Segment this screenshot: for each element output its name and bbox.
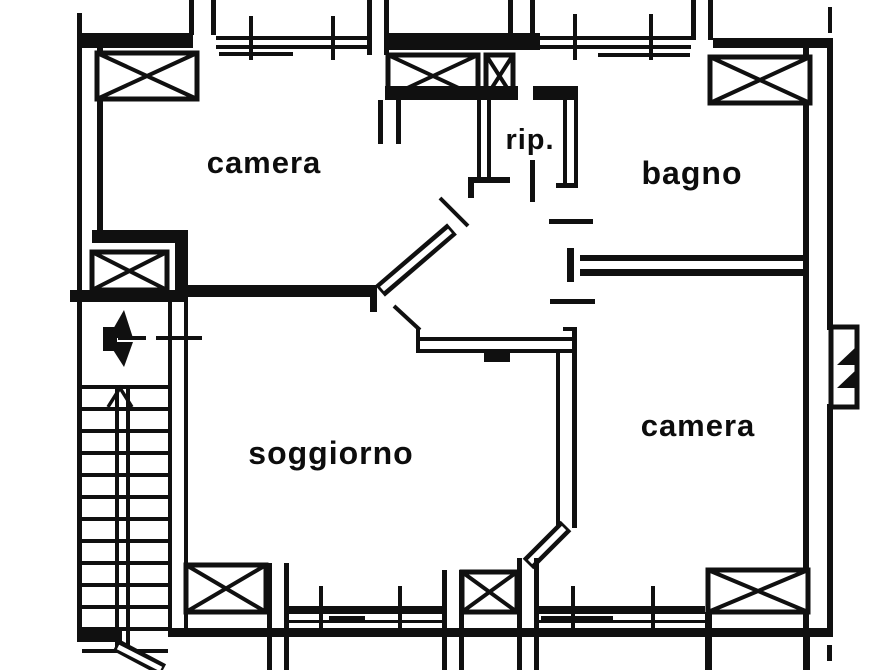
pillar-icon [707, 54, 813, 106]
interior-walls [70, 86, 832, 670]
pillar-icon [89, 249, 170, 293]
room-label-bagno: bagno [642, 155, 743, 191]
door-leaf-icon [375, 196, 470, 332]
window-icon [289, 586, 442, 636]
exterior-walls [77, 0, 833, 642]
entry-door-icon [103, 310, 202, 367]
pillar-icon [94, 50, 200, 102]
windows [216, 14, 705, 636]
window-icon [539, 586, 705, 636]
pillar-icon [459, 569, 520, 615]
room-label-camera-bottom-right: camera [641, 408, 756, 443]
camera-door-dash [550, 299, 595, 304]
pillar-icon [705, 567, 811, 615]
bagno-door-dash [549, 219, 593, 224]
room-label-rip: rip. [505, 124, 554, 156]
rip-door-dash [530, 160, 535, 202]
flue-icon [828, 324, 860, 410]
doors [103, 160, 595, 367]
room-label-camera-top-left: camera [207, 145, 322, 180]
window-icon [216, 16, 372, 60]
pillar-icon [183, 562, 269, 615]
stair-direction-mark [106, 384, 134, 408]
stairs-icon [82, 384, 168, 670]
window-icon [540, 14, 691, 60]
room-labels: camera rip. bagno soggiorno camera [207, 124, 756, 471]
room-label-soggiorno: soggiorno [248, 435, 413, 471]
